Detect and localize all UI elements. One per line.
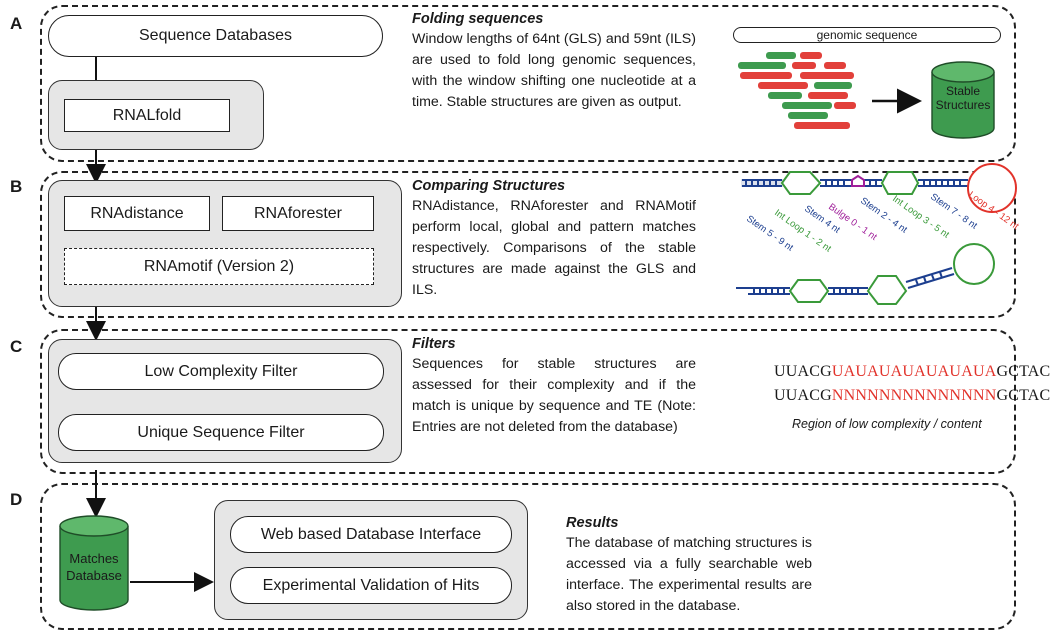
filters-text: Sequences for stable structures are asse…	[412, 356, 696, 435]
folding-description: Folding sequences Window lengths of 64nt…	[412, 10, 696, 113]
seq2-suffix: GCTAC	[996, 387, 1050, 404]
comparing-text: RNAdistance, RNAforester and RNAMotif pe…	[412, 198, 696, 298]
window-fragment	[794, 122, 850, 129]
window-fragment	[792, 62, 816, 69]
rnaforester-box: RNAforester	[222, 196, 374, 231]
filters-description: Filters Sequences for stable structures …	[412, 335, 696, 438]
panel-d	[40, 483, 1016, 630]
rnalfold-box: RNALfold	[64, 99, 230, 132]
window-fragment	[800, 52, 822, 59]
sequence-caption: Region of low complexity / content	[792, 417, 982, 431]
sequence-line-1: UUACGUAUAUAUAUAUAUAGCTAC	[774, 363, 1050, 381]
rnamotif-box: RNAmotif (Version 2)	[64, 248, 374, 285]
window-fragment	[808, 92, 848, 99]
matches-database-line1: Matches	[69, 551, 119, 566]
experimental-validation-box: Experimental Validation of Hits	[230, 567, 512, 604]
bulge	[851, 174, 865, 187]
internal-loop-3	[788, 279, 830, 303]
rnadistance-box: RNAdistance	[64, 196, 210, 231]
stable-structures-cylinder	[931, 61, 995, 139]
window-fragment	[814, 82, 852, 89]
filters-title: Filters	[412, 336, 456, 352]
matches-database-cylinder	[59, 515, 129, 611]
window-fragment	[766, 52, 796, 59]
panel-letter-c: C	[10, 337, 23, 356]
matches-database-line2: Database	[66, 568, 122, 583]
window-fragment	[824, 62, 846, 69]
low-complexity-filter-box: Low Complexity Filter	[58, 353, 384, 390]
seq2-prefix: UUACG	[774, 387, 832, 404]
folding-title: Folding sequences	[412, 11, 544, 27]
stable-structures-label: Stable Structures	[928, 84, 998, 112]
internal-loop-4	[866, 275, 908, 305]
seq1-prefix: UUACG	[774, 363, 832, 380]
seq1-low-complexity: UAUAUAUAUAUAUA	[831, 363, 997, 380]
stable-structures-line1: Stable	[945, 84, 981, 98]
window-fragment	[738, 62, 786, 69]
top-helix	[741, 179, 968, 187]
results-description: Results The database of matching structu…	[566, 514, 812, 617]
window-fragment	[788, 112, 828, 119]
comparing-description: Comparing Structures RNAdistance, RNAfor…	[412, 177, 696, 301]
window-fragment	[740, 72, 792, 79]
window-fragment	[834, 102, 856, 109]
folding-text: Window lengths of 64nt (GLS) and 59nt (I…	[412, 31, 696, 110]
internal-loop-2	[880, 171, 920, 195]
seq1-suffix: GCTAC	[996, 363, 1050, 380]
web-interface-box: Web based Database Interface	[230, 516, 512, 553]
panel-letter-b: B	[10, 177, 23, 196]
panel-letter-a: A	[10, 14, 23, 33]
comparing-title: Comparing Structures	[412, 178, 566, 194]
panel-a	[40, 5, 1016, 162]
folding-windows	[738, 52, 856, 129]
bottom-helix	[736, 267, 955, 295]
panel-letter-d: D	[10, 490, 23, 509]
window-fragment	[782, 102, 832, 109]
hairpin-loop	[967, 163, 1017, 213]
genomic-sequence-bar: genomic sequence	[733, 27, 1001, 43]
panel-c	[40, 329, 1016, 474]
results-text: The database of matching structures is a…	[566, 535, 812, 614]
rna-structure-diagram: Stem 5 - 9 nt Int Loop 1 - 2 nt Stem 4 n…	[736, 163, 1021, 305]
sequence-line-2: UUACGNNNNNNNNNNNNNNGCTAC	[774, 387, 1050, 405]
sequence-databases-box: Sequence Databases	[48, 15, 383, 57]
panel-b	[40, 171, 1016, 318]
unique-sequence-filter-box: Unique Sequence Filter	[58, 414, 384, 451]
matches-database-label: Matches Database	[56, 550, 132, 584]
internal-loop-1	[780, 171, 822, 195]
window-fragment	[768, 92, 802, 99]
hairpin-loop-2	[953, 243, 995, 285]
stable-structures-line2: Structures	[935, 98, 991, 112]
results-title: Results	[566, 515, 619, 531]
window-fragment	[758, 82, 808, 89]
seq2-masked: NNNNNNNNNNNNNN	[831, 387, 997, 404]
window-fragment	[800, 72, 854, 79]
